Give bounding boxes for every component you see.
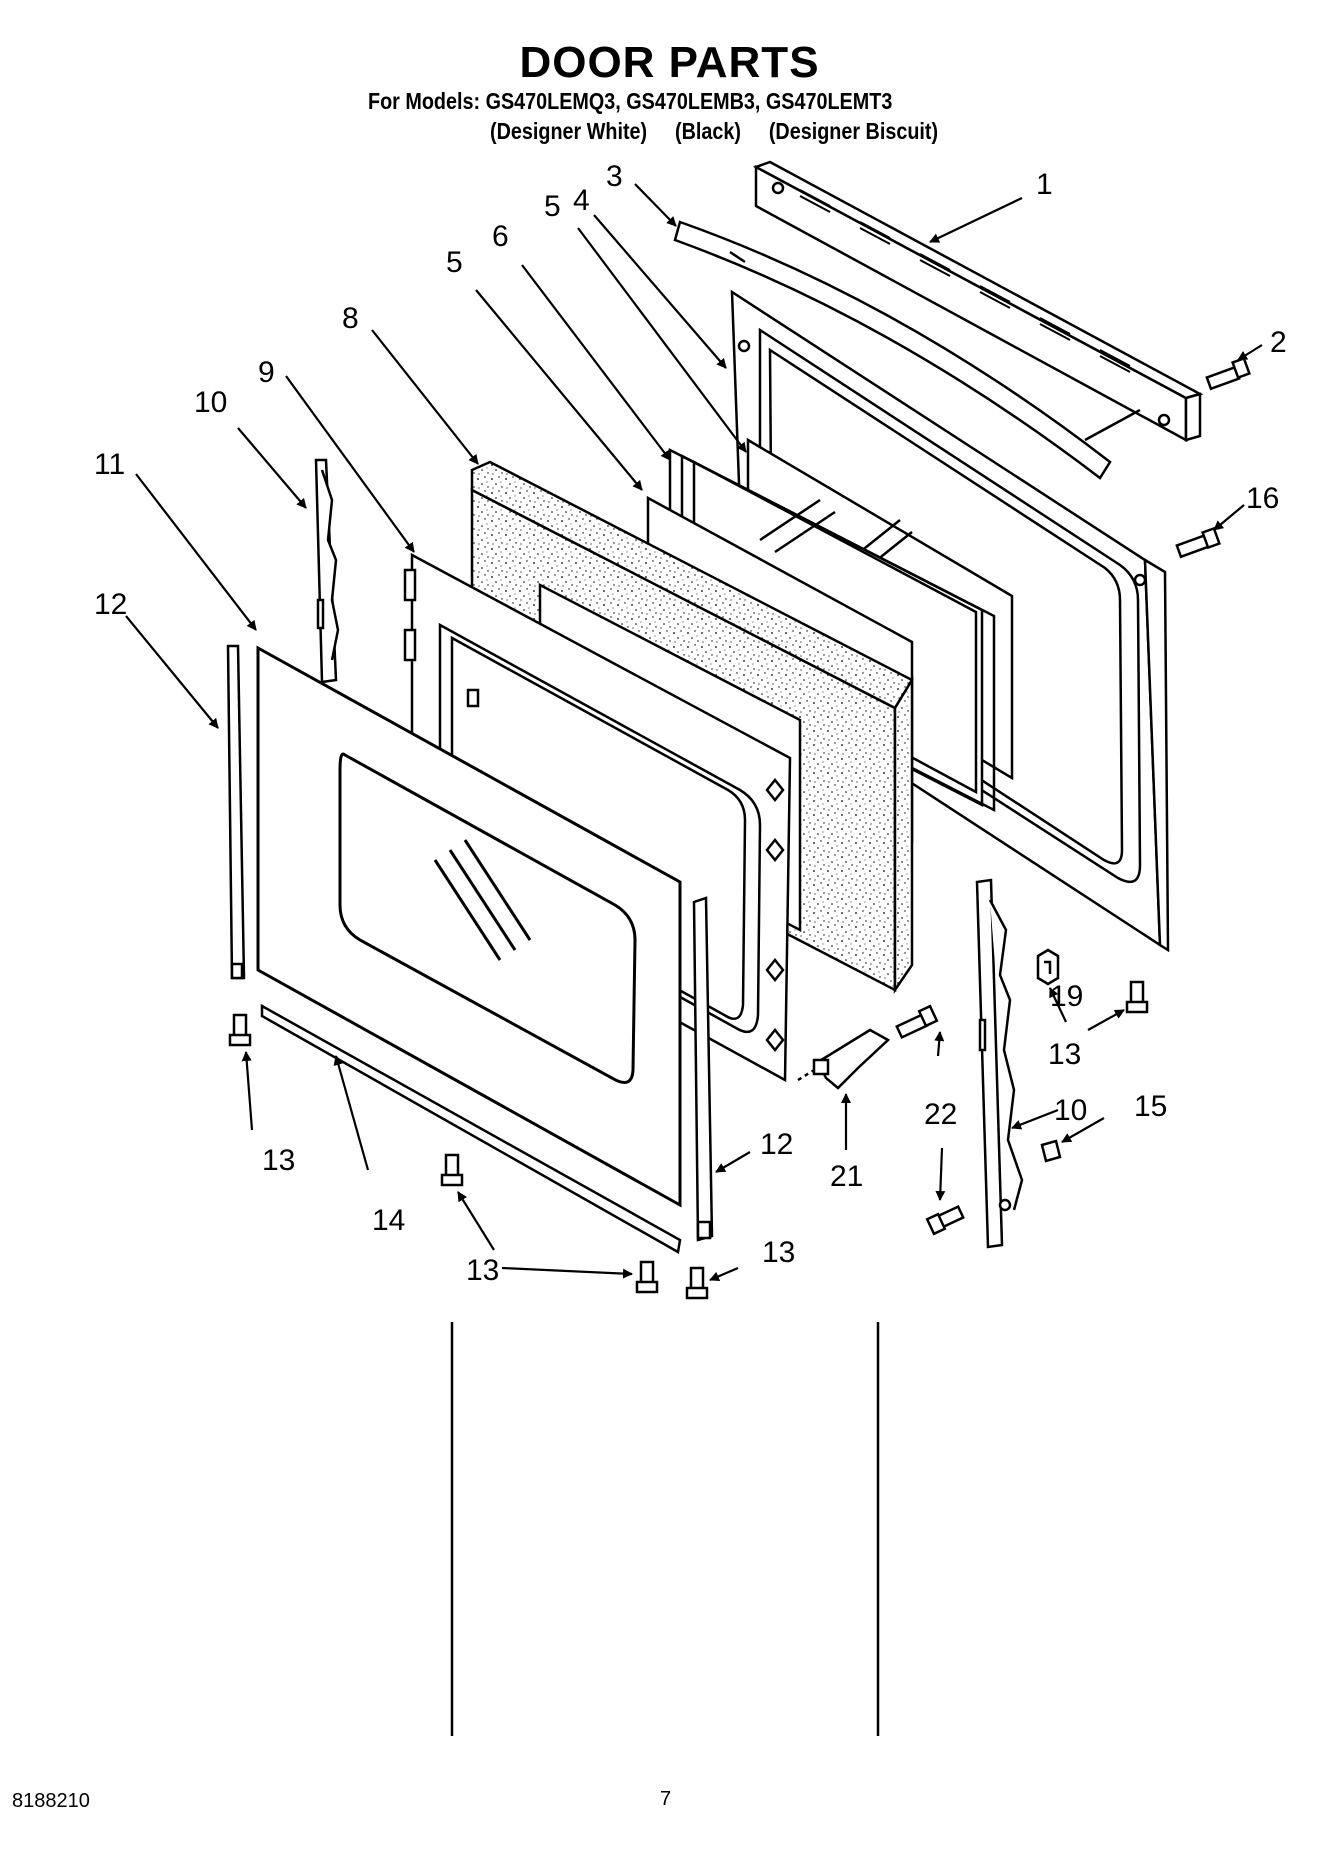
callout-10-left: 10: [194, 386, 227, 419]
callout-1: 1: [1036, 168, 1053, 201]
callout-14: 14: [372, 1204, 405, 1237]
callout-11: 11: [94, 448, 125, 481]
callout-21: 21: [830, 1160, 863, 1193]
callout-12-right: 12: [760, 1128, 793, 1161]
callout-13-left: 13: [262, 1144, 295, 1177]
callout-13-bottom: 13: [762, 1236, 795, 1269]
callout-2: 2: [1270, 326, 1287, 359]
page-title: DOOR PARTS: [519, 38, 820, 87]
leader-arrows: [125, 183, 1263, 1282]
callout-8: 8: [342, 302, 359, 335]
side-trim-left: [226, 644, 246, 980]
screws: [228, 356, 1251, 1300]
screw-13-left: [228, 1013, 252, 1047]
screw-13-bottom-b: [685, 1266, 709, 1300]
callout-3: 3: [606, 160, 623, 193]
callout-19: 19: [1050, 980, 1083, 1013]
vent-trim-part: [752, 160, 1204, 443]
screw-2: [1205, 356, 1251, 391]
front-door-panel: [256, 645, 682, 1208]
callout-22: 22: [924, 1098, 957, 1131]
clip-part: [1036, 948, 1060, 986]
clip-part-15: [1040, 1139, 1062, 1163]
callout-16: 16: [1246, 482, 1279, 515]
callout-5-front: 5: [446, 246, 463, 279]
door-hinge-left: [314, 458, 340, 684]
callout-13-right: 13: [1048, 1038, 1081, 1071]
page-number: 7: [660, 1788, 672, 1810]
callout-15: 15: [1134, 1090, 1167, 1123]
bottom-trim-part: [260, 1003, 682, 1254]
separator-lines: [450, 1322, 880, 1736]
bracket-part: [797, 1028, 891, 1090]
callout-4: 4: [573, 184, 590, 217]
screw-16: [1175, 526, 1221, 559]
callout-9: 9: [258, 356, 275, 389]
door-hinge-right: [975, 878, 1024, 1249]
callout-labels: 1 2 3 4 5 6 5 8 9 10 11 16 12 19 13 22 1…: [94, 160, 1287, 1287]
screw-13-right: [1125, 980, 1149, 1014]
callout-12-left: 12: [94, 588, 127, 621]
door-handle-part: [673, 220, 1141, 480]
variant-biscuit: (Designer Biscuit): [768, 118, 939, 144]
screw-13-mid: [440, 1153, 464, 1187]
part-number: 8188210: [12, 1790, 90, 1812]
variant-white: (Designer White): [490, 118, 648, 144]
screw-22-upper: [895, 1004, 939, 1040]
variant-black: (Black): [675, 118, 741, 144]
callout-10-right: 10: [1054, 1094, 1087, 1127]
model-variants: (Designer White) (Black) (Designer Biscu…: [490, 118, 960, 145]
screw-13-bottom-a: [635, 1260, 659, 1294]
models-line: For Models: GS470LEMQ3, GS470LEMB3, GS47…: [368, 88, 893, 114]
side-trim-right: [692, 896, 714, 1242]
callout-6: 6: [492, 220, 509, 253]
screw-22-lower: [925, 1204, 965, 1236]
callout-5-back: 5: [544, 190, 561, 223]
callout-13-mid: 13: [466, 1254, 499, 1287]
